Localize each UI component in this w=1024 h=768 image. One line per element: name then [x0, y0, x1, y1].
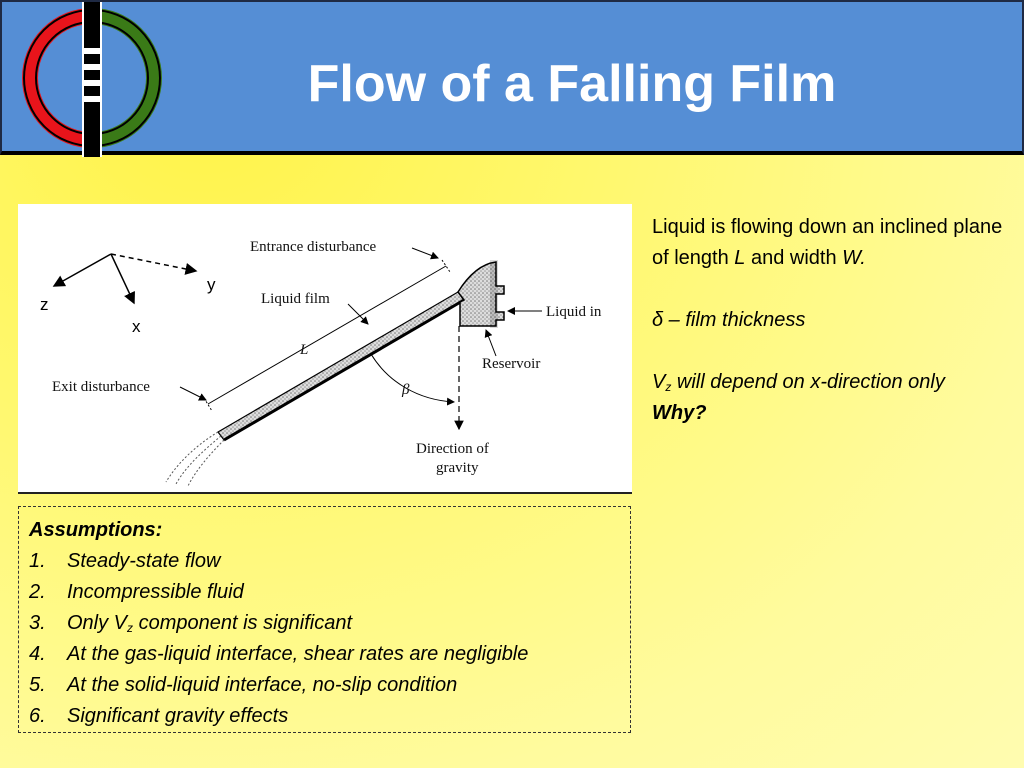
vz-note: Vz will depend on x-direction only	[652, 371, 945, 394]
beta-angle-label: β	[401, 382, 410, 398]
length-label: L	[299, 342, 308, 358]
list-item: 4.At the gas-liquid interface, shear rat…	[29, 643, 529, 665]
list-item: 3.Only Vz component is significant	[29, 612, 353, 635]
list-item: 1.Steady-state flow	[29, 550, 221, 572]
gravity-label-line1: Direction of	[416, 441, 489, 457]
liquid-in-label: Liquid in	[546, 304, 602, 320]
axis-y-label: y	[207, 275, 216, 294]
description-text: Liquid is flowing down an inclined plane…	[652, 212, 1012, 429]
why-question: Why?	[652, 402, 707, 424]
list-item: 2.Incompressible fluid	[29, 581, 244, 603]
intro-paragraph: Liquid is flowing down an inclined plane…	[652, 216, 1003, 269]
reservoir-shape	[457, 261, 505, 327]
list-item: 6.Significant gravity effects	[29, 705, 289, 727]
list-item: 5.At the solid-liquid interface, no-slip…	[29, 674, 458, 696]
logo-icon	[22, 2, 162, 157]
assumptions-list: 1.Steady-state flow 2.Incompressible flu…	[29, 546, 620, 732]
exit-disturbance-label: Exit disturbance	[52, 379, 150, 395]
falling-film-diagram: z x y L Entrance disturbance Liquid film…	[18, 204, 632, 494]
title-bar: Flow of a Falling Film	[0, 0, 1024, 157]
assumptions-heading: Assumptions:	[29, 519, 163, 541]
assumptions-box: Assumptions: 1.Steady-state flow 2.Incom…	[18, 506, 631, 733]
entrance-disturbance-label: Entrance disturbance	[250, 239, 377, 255]
film-thickness-note: δ – film thickness	[652, 309, 806, 331]
liquid-film-shape	[217, 291, 465, 441]
liquid-film-label: Liquid film	[261, 291, 330, 307]
reservoir-label: Reservoir	[482, 356, 540, 372]
axis-x-label: x	[132, 317, 141, 336]
axis-z-label: z	[40, 295, 49, 314]
gravity-label-line2: gravity	[436, 460, 479, 476]
page-title: Flow of a Falling Film	[307, 55, 837, 113]
coordinate-axes: z x y	[40, 253, 216, 336]
